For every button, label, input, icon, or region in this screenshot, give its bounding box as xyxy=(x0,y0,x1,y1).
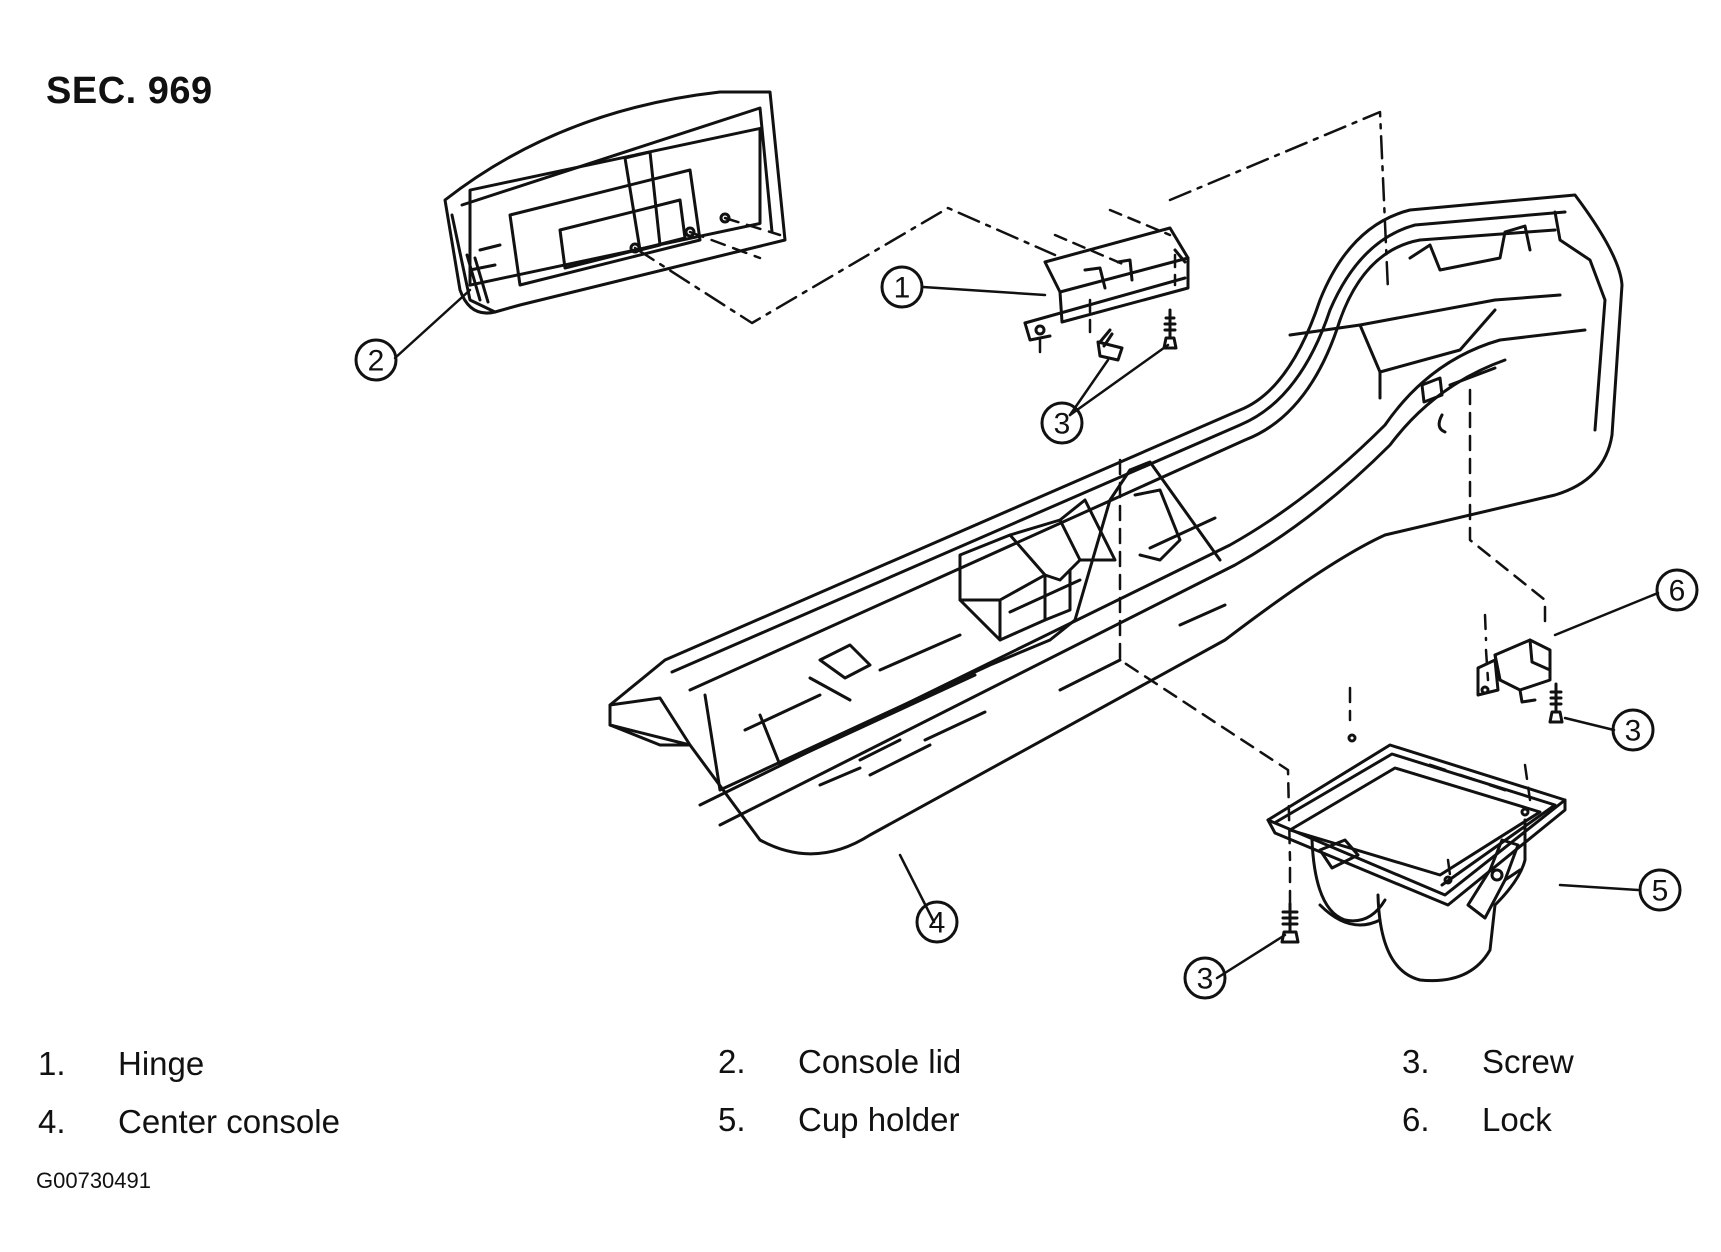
legend-number: 2. xyxy=(718,1043,746,1080)
callout-circle-6 xyxy=(1655,568,1699,612)
hinge xyxy=(1023,226,1190,342)
legend-number: 6. xyxy=(1402,1101,1430,1138)
legend-number: 5. xyxy=(718,1101,746,1138)
console-lid xyxy=(443,90,787,315)
callout-number-1: 1 xyxy=(894,272,911,305)
callout-circle-3c xyxy=(1183,956,1227,1000)
callout-circle-4 xyxy=(915,900,959,944)
callout-number-5: 5 xyxy=(1652,875,1669,908)
callout-circle-3b xyxy=(1611,708,1655,752)
exploded-view-diagram: 1 2 3 4 5 6 3 3 xyxy=(354,90,1699,1000)
legend-label: Cup holder xyxy=(798,1101,960,1138)
parts-legend: 1. Hinge 2. Console lid 3. Screw 4. Center c… xyxy=(0,1035,1721,1165)
screw-lock xyxy=(1548,682,1564,724)
legend-label: Screw xyxy=(1482,1043,1574,1080)
callout-number-3b: 3 xyxy=(1625,715,1642,748)
screw-cup-holder xyxy=(1280,902,1300,944)
center-console xyxy=(608,193,1624,856)
legend-item-console-lid: 2. Console lid xyxy=(718,1043,961,1081)
legend-item-lock: 6. Lock xyxy=(1402,1101,1552,1139)
callout-circle-5 xyxy=(1638,868,1682,912)
legend-item-cup-holder: 5. Cup holder xyxy=(718,1101,959,1139)
legend-number: 4. xyxy=(38,1103,66,1140)
callout-number-3c: 3 xyxy=(1197,963,1214,996)
legend-label: Hinge xyxy=(118,1045,205,1082)
figure-id: G00730491 xyxy=(36,1168,151,1193)
legend-number: 3. xyxy=(1402,1043,1430,1080)
section-title: SEC. 969 xyxy=(46,70,213,112)
callout-number-6: 6 xyxy=(1669,575,1686,608)
cup-holder xyxy=(1266,733,1567,983)
callout-circle-2 xyxy=(354,338,398,382)
legend-item-screw: 3. Screw xyxy=(1402,1043,1574,1081)
callout-number-4: 4 xyxy=(929,907,946,940)
legend-item-center-console: 4. Center console xyxy=(38,1103,340,1141)
screw-hinge-left xyxy=(1096,328,1124,362)
callout-number-2: 2 xyxy=(368,345,385,378)
legend-number: 1. xyxy=(38,1045,66,1082)
legend-label: Console lid xyxy=(798,1043,962,1080)
callout-circle-1 xyxy=(880,265,924,309)
legend-label: Center console xyxy=(118,1103,340,1140)
callout-circle-3a xyxy=(1040,401,1084,445)
callout-number-3a: 3 xyxy=(1054,408,1071,441)
lock xyxy=(1476,638,1552,704)
legend-label: Lock xyxy=(1482,1101,1552,1138)
screw-hinge-right xyxy=(1162,308,1178,350)
legend-item-hinge: 1. Hinge xyxy=(38,1045,204,1083)
